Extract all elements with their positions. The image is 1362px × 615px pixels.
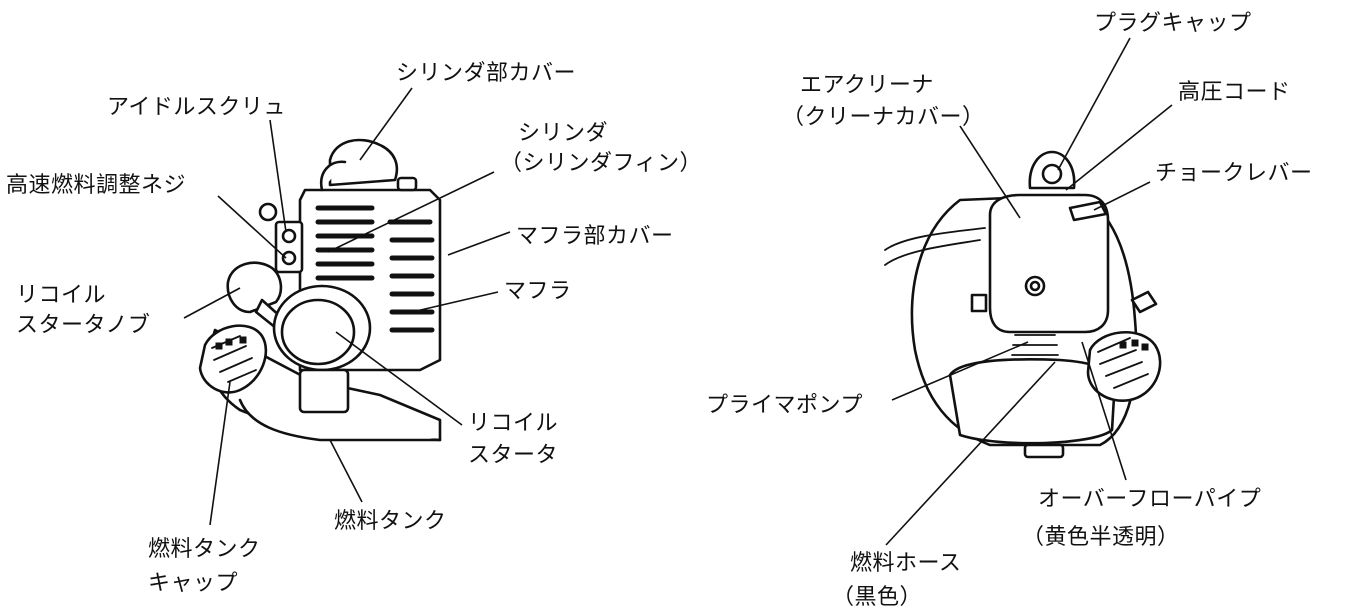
leader-fuel-cap	[209, 381, 231, 526]
label-fuel-cap-line2: キャップ	[148, 571, 238, 596]
leader-air-cleaner	[959, 125, 1021, 219]
leader-lines	[183, 37, 1173, 546]
leader-overflow-pipe	[1081, 341, 1127, 481]
label-overflow-pipe-line2: （黄色半透明）	[1022, 525, 1180, 550]
label-air-cleaner-line2: （クリーナカバー）	[782, 105, 985, 130]
leader-recoil-knob	[183, 287, 241, 319]
left-labels: シリンダ部カバー アイドルスクリュ シリンダ （シリンダフィン） 高速燃料調整ネ…	[6, 61, 702, 596]
label-choke-lever: チョークレバー	[1155, 161, 1313, 186]
label-fuel-tank: 燃料タンク	[334, 509, 447, 534]
label-muffler: マフラ	[504, 279, 572, 304]
label-recoil-knob-line1: リコイル	[16, 283, 106, 308]
label-recoil-starter-line1: リコイル	[468, 411, 558, 436]
label-plug-cap: プラグキャップ	[1094, 11, 1252, 36]
label-recoil-starter-line2: スタータ	[468, 443, 558, 468]
label-fuel-cap-line1: 燃料タンク	[148, 537, 261, 562]
leader-hv-cord	[1065, 104, 1173, 191]
label-cylinder-line2: （シリンダフィン）	[500, 151, 702, 176]
label-muffler-cover: マフラ部カバー	[516, 224, 674, 249]
label-fuel-hose-line1: 燃料ホース	[850, 551, 961, 576]
label-cylinder-line1: シリンダ	[518, 121, 608, 146]
leader-fuel-tank	[329, 439, 363, 503]
label-recoil-knob-line2: スタータノブ	[16, 313, 150, 338]
left-engine-illustration	[198, 138, 442, 442]
label-hv-cord: 高圧コード	[1178, 80, 1291, 105]
leader-primer-pump	[891, 341, 1029, 401]
label-high-speed-screw: 高速燃料調整ネジ	[6, 173, 186, 198]
leader-muffler-cover	[447, 231, 511, 256]
label-primer-pump: プライマポンプ	[706, 393, 863, 418]
leader-cylinder-cover	[359, 87, 413, 161]
leader-plug-cap	[1057, 37, 1131, 171]
label-cylinder-cover: シリンダ部カバー	[396, 61, 576, 86]
right-labels: プラグキャップ エアクリーナ （クリーナカバー） 高圧コード チョークレバー プ…	[706, 11, 1313, 610]
label-air-cleaner-line1: エアクリーナ	[800, 73, 934, 98]
right-engine-illustration	[884, 150, 1162, 459]
leader-choke-lever	[1093, 181, 1151, 211]
label-idle-screw: アイドルスクリュ	[107, 95, 286, 120]
leader-high-speed-screw	[217, 195, 287, 259]
label-fuel-hose-line2: （黒色）	[832, 585, 922, 610]
label-overflow-pipe-line1: オーバーフローパイプ	[1038, 487, 1261, 512]
leader-idle-screw	[269, 119, 287, 233]
leader-cylinder	[327, 171, 495, 253]
leader-recoil-starter	[335, 331, 463, 426]
leader-muffler	[411, 291, 499, 313]
leader-fuel-hose	[885, 361, 1056, 546]
